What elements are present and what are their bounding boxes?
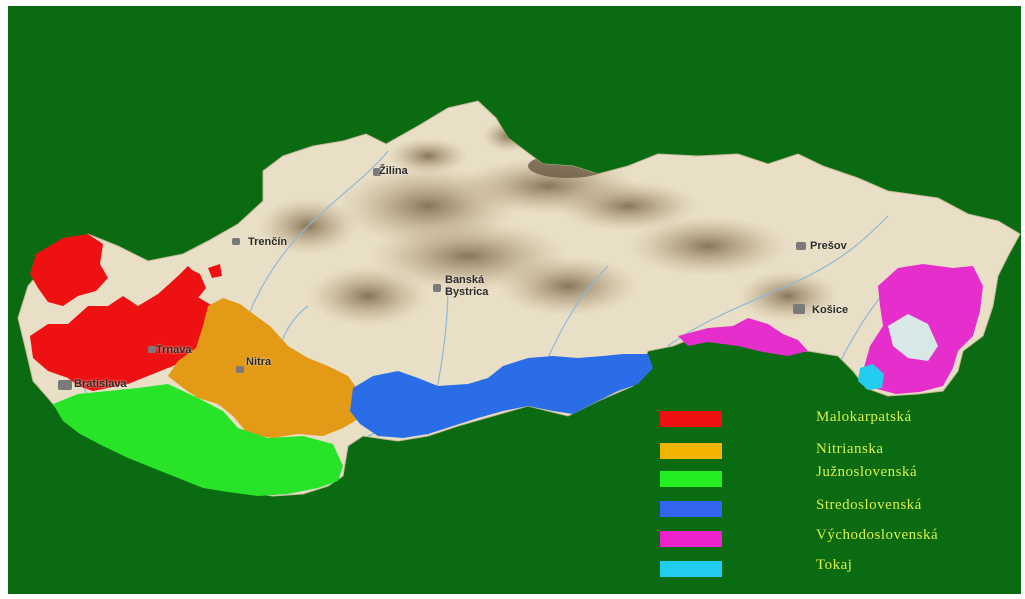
region-nitrianska	[168, 298, 366, 438]
city-label: Trnava	[156, 344, 192, 356]
tokaj-surroundings	[888, 314, 938, 361]
region-juznoslovenska	[53, 384, 343, 496]
region-stredoslovenska	[350, 354, 653, 438]
legend-swatch-tokaj	[660, 561, 722, 577]
legend-swatch-vychodoslovenska	[660, 531, 722, 547]
city-areas	[58, 168, 806, 390]
slovakia-wine-region-map	[17, 100, 1021, 497]
city-label: Trenčín	[248, 236, 288, 248]
city-label: Banská Bystrica	[445, 274, 489, 298]
legend-label-nitrianska: Nitrianska	[816, 441, 884, 457]
city-label: Nitra	[246, 356, 272, 368]
legend-label-vychodoslovenska: Východoslovenská	[816, 527, 939, 543]
region-malokarpatska	[30, 234, 222, 391]
city-label: Košice	[812, 304, 849, 316]
mountain-relief	[258, 120, 838, 326]
legend-label-malokarpatska: Malokarpatská	[816, 409, 912, 425]
city-label: Žilina	[379, 165, 408, 177]
legend-swatch-nitrianska	[660, 443, 722, 459]
legend-label-stredoslovenska: Stredoslovenská	[816, 497, 922, 513]
region-tokaj	[858, 364, 884, 390]
city-label: Prešov	[810, 240, 847, 252]
map-frame: Žilina Trenčín Banská Bystrica Prešov Ko…	[8, 6, 1021, 594]
legend-swatch-stredoslovenska	[660, 501, 722, 517]
city-label: Bratislava	[74, 378, 127, 390]
legend-label-tokaj: Tokaj	[816, 557, 853, 573]
legend-swatch-malokarpatska	[660, 411, 722, 427]
legend-label-juznoslovenska: Južnoslovenská	[816, 464, 918, 480]
legend-swatch-juznoslovenska	[660, 471, 722, 487]
